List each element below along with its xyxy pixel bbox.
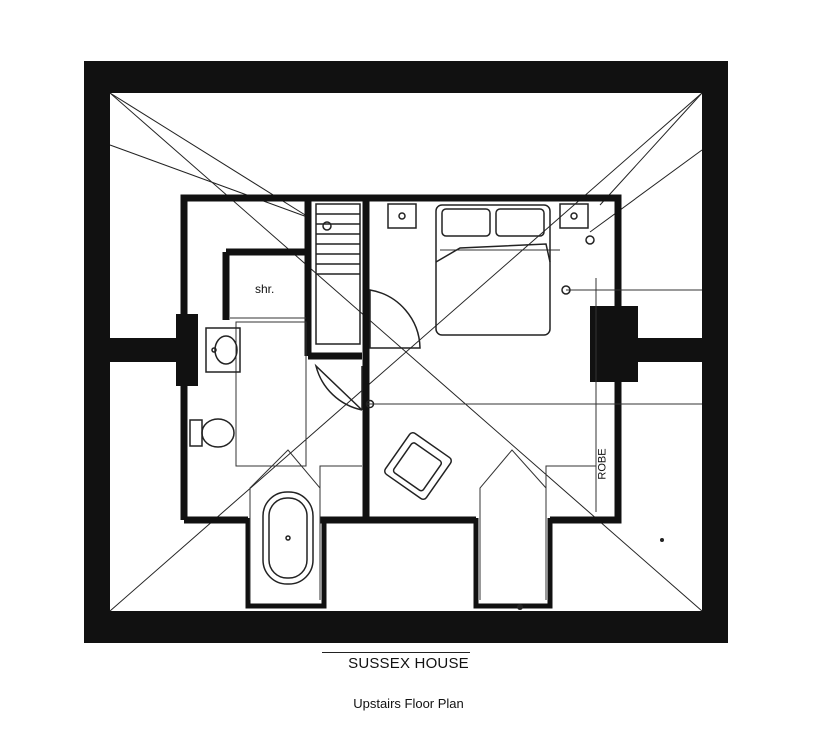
interior-lines — [230, 249, 702, 600]
dormer-bays — [245, 518, 553, 609]
staircase — [315, 203, 361, 345]
robe-label: ROBE — [596, 448, 609, 480]
title-underline — [322, 652, 470, 653]
bathroom-fixtures — [189, 327, 314, 585]
side-wall-stubs — [110, 306, 702, 386]
roof-lines — [109, 92, 703, 612]
armchair — [384, 432, 452, 500]
doors — [314, 289, 421, 411]
plan-subtitle: Upstairs Floor Plan — [353, 696, 464, 711]
bed — [387, 203, 595, 336]
plan-title: SUSSEX HOUSE — [348, 655, 469, 672]
outer-walls — [84, 61, 728, 643]
shower-label: shr. — [255, 282, 275, 296]
small-marks — [517, 538, 664, 610]
inner-walls — [180, 194, 622, 524]
